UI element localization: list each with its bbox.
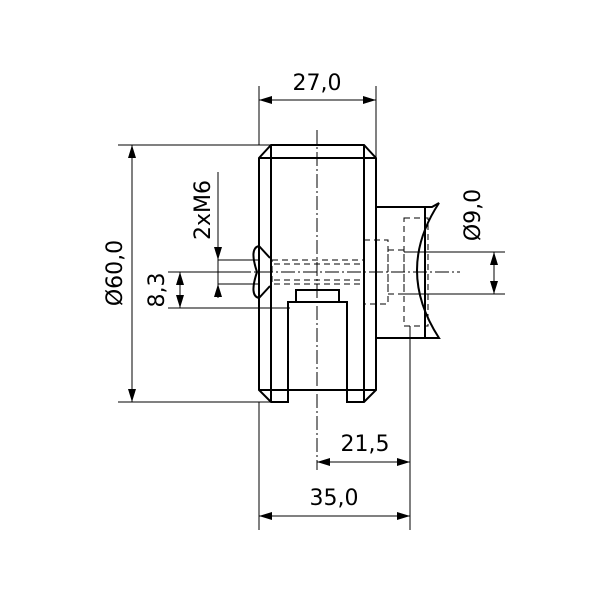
screw-head <box>252 245 260 299</box>
dim-offset-center: 21,5 <box>317 326 411 530</box>
dim-diameter-pin: Ø9,0 <box>404 189 505 295</box>
dim-diameter-outer: Ø60,0 <box>103 144 271 403</box>
dim-width-top-label: 27,0 <box>293 71 342 96</box>
dim-width-total: 35,0 <box>258 402 410 530</box>
center-lines <box>215 130 460 470</box>
part-outline <box>252 144 441 403</box>
dim-slot-height-label: 8,3 <box>145 273 170 308</box>
screw-head-line <box>258 245 271 259</box>
saddle-flange <box>376 202 441 339</box>
dim-diameter-outer-label: Ø60,0 <box>103 240 128 306</box>
dim-slot-height: 8,3 <box>145 271 290 309</box>
dim-offset-center-label: 21,5 <box>341 432 390 457</box>
dim-thread-label: 2xM6 <box>191 180 216 240</box>
screw-head-line-2 <box>258 285 271 299</box>
dim-diameter-pin-label: Ø9,0 <box>461 189 486 241</box>
dim-width-total-label: 35,0 <box>310 486 359 511</box>
dim-thread: 2xM6 <box>191 172 260 298</box>
dim-width-top: 27,0 <box>258 71 377 158</box>
